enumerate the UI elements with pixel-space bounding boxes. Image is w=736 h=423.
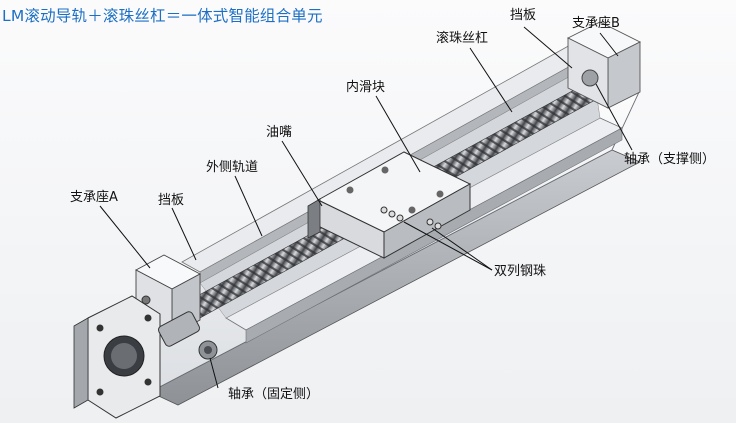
support-a-bolt (141, 295, 151, 305)
label-support-b: 支承座B (572, 16, 620, 31)
slider-bolt-2 (381, 166, 389, 174)
slider-end-plate (307, 198, 321, 239)
label-inner-block: 内滑块 (346, 80, 386, 95)
leader-balls-2 (403, 221, 493, 271)
label-support-a: 支承座A (70, 190, 118, 205)
label-grease-nipple: 油嘴 (266, 125, 293, 140)
leader-lines (99, 26, 633, 389)
leader-balls-1 (431, 227, 493, 271)
flange-hole-2 (144, 314, 152, 322)
leader-inner-block (375, 95, 421, 173)
leader-support-b (599, 32, 619, 57)
ball-row-4 (426, 218, 434, 226)
leader-stopper-top (523, 26, 573, 69)
label-ball-screw: 滚珠丝杠 (436, 31, 489, 46)
ball-row-5 (434, 222, 442, 230)
ball-row-3 (396, 214, 404, 222)
label-bearing-support: 轴承（支撑侧） (624, 152, 716, 167)
flange-hole-1 (96, 324, 104, 332)
leader-bearing-support (595, 83, 633, 151)
label-double-row-balls: 双列钢珠 (494, 264, 547, 279)
leader-ball-screw (469, 47, 513, 113)
slider-bolt-3 (408, 206, 416, 214)
label-outer-rail: 外侧轨道 (206, 160, 259, 175)
diagram-title: LM滚动导轨＋滚珠丝杠＝一体式智能组合单元 (2, 7, 323, 25)
label-stopper-left: 挡板 (158, 193, 185, 208)
leader-outer-rail (234, 175, 263, 237)
front-rail-wall-face (245, 127, 623, 344)
leader-grease-nipple (281, 140, 323, 207)
motor-flange-side (73, 317, 89, 409)
label-bearing-fixed: 轴承（固定侧） (228, 387, 320, 402)
leader-support-a (99, 205, 151, 269)
bearing-support-side (581, 69, 599, 87)
label-stopper-top: 挡板 (510, 8, 537, 23)
flange-hole-3 (96, 388, 104, 396)
leader-stopper-left (171, 207, 197, 261)
flange-hole-4 (144, 378, 152, 386)
slider-bolt-1 (346, 186, 354, 194)
flange-bore-inner (111, 343, 137, 369)
coupling (157, 311, 201, 347)
bearing-fixed-inner (204, 346, 212, 354)
slider-bolt-4 (436, 190, 444, 198)
ball-row-1 (380, 206, 388, 214)
ball-row-2 (388, 210, 396, 218)
leader-bearing-fixed (209, 357, 219, 389)
